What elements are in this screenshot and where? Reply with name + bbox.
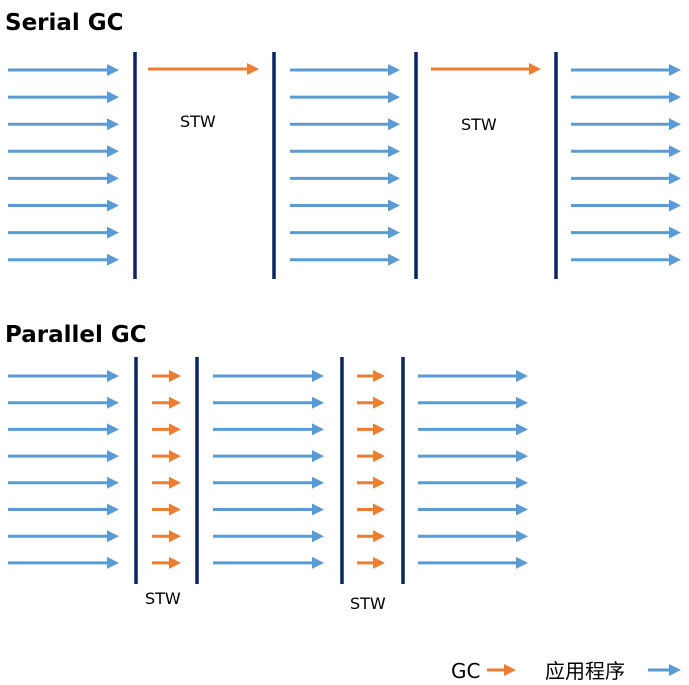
gc-thread-arrow [357,396,385,409]
app-thread-arrow [8,530,119,543]
gc-thread-arrow [431,63,541,75]
gc-thread-arrow [152,476,181,489]
app-thread-arrow [8,556,119,569]
app-thread-arrow [8,64,119,76]
gc-thread-arrow [357,556,385,569]
legend-app-label: 应用程序 [545,659,625,683]
app-thread-arrow [213,556,324,569]
gc-thread-arrow [152,450,181,463]
app-thread-arrow [290,172,400,185]
app-thread-arrow [418,370,528,382]
app-thread-arrow [213,396,324,409]
app-thread-arrow [571,64,681,76]
app-thread-arrow [571,199,681,212]
gc-thread-arrow [152,503,181,516]
app-thread-arrow [8,91,119,104]
app-thread-arrow [290,145,400,158]
serial-stw-label-1: STW [180,112,216,131]
app-thread-arrow [290,118,400,131]
gc-thread-arrow [357,503,385,516]
app-thread-arrow [290,64,400,76]
gc-thread-arrow [357,370,385,382]
app-thread-arrow [418,556,528,569]
app-thread-arrow [8,503,119,516]
app-thread-arrow [290,199,400,212]
app-thread-arrow [418,450,528,463]
app-thread-arrow [571,145,681,158]
app-thread-arrow [8,370,119,382]
gc-thread-arrow [152,423,181,436]
legend-gc-arrow-icon [487,664,516,676]
gc-thread-arrow [152,530,181,543]
app-thread-arrow [571,118,681,131]
legend-app-arrow-icon [648,664,681,676]
gc-thread-arrow [148,63,259,75]
app-thread-arrow [213,450,324,463]
app-thread-arrow [418,423,528,436]
app-thread-arrow [8,253,119,266]
app-thread-arrow [213,503,324,516]
app-thread-arrow [418,530,528,543]
app-thread-arrow [8,423,119,436]
serial-gc-title: Serial GC [5,10,124,36]
app-thread-arrow [8,476,119,489]
gc-thread-arrow [357,450,385,463]
gc-thread-arrow [152,370,181,382]
app-thread-arrow [8,226,119,239]
app-thread-arrow [571,172,681,185]
parallel-stw-label-1: STW [145,589,181,608]
gc-thread-arrow [357,476,385,489]
app-thread-arrow [213,476,324,489]
app-thread-arrow [213,423,324,436]
app-thread-arrow [8,118,119,131]
app-thread-arrow [8,396,119,409]
app-thread-arrow [8,172,119,185]
parallel-gc-title: Parallel GC [5,322,147,348]
app-thread-arrow [290,253,400,266]
legend-gc-label: GC [451,659,480,683]
gc-thread-arrow [357,423,385,436]
app-thread-arrow [571,226,681,239]
app-thread-arrow [213,370,324,382]
app-thread-arrow [418,476,528,489]
gc-thread-arrow [152,396,181,409]
app-thread-arrow [213,530,324,543]
app-thread-arrow [290,226,400,239]
app-thread-arrow [8,199,119,212]
app-thread-arrow [8,145,119,158]
app-thread-arrow [8,450,119,463]
app-thread-arrow [571,253,681,266]
app-thread-arrow [290,91,400,104]
app-thread-arrow [418,396,528,409]
gc-thread-arrow [152,556,181,569]
gc-thread-arrow [357,530,385,543]
app-thread-arrow [418,503,528,516]
app-thread-arrow [571,91,681,104]
serial-stw-label-2: STW [461,115,497,134]
parallel-stw-label-2: STW [350,594,386,613]
